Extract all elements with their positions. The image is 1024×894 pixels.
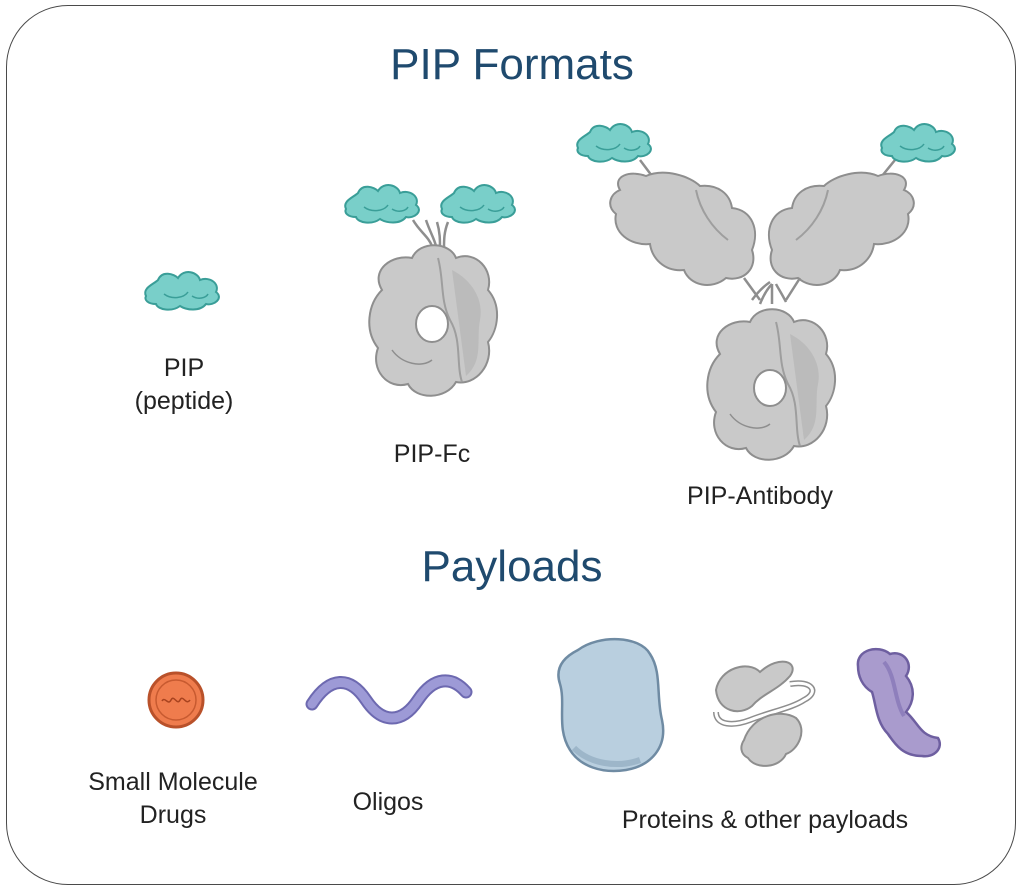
pip-antibody-label: PIP-Antibody bbox=[660, 480, 860, 513]
pip-label-line2: (peptide) bbox=[104, 385, 264, 418]
oligo-icon bbox=[312, 681, 466, 718]
blue-protein-icon bbox=[558, 639, 663, 771]
pip-peptide-label: PIP (peptide) bbox=[104, 352, 264, 418]
small-molecule-drug-icon bbox=[149, 673, 203, 727]
small-molecule-line2: Drugs bbox=[58, 799, 288, 832]
pip-fc-label: PIP-Fc bbox=[352, 438, 512, 471]
pip-label-line1: PIP bbox=[104, 352, 264, 385]
small-molecule-label: Small Molecule Drugs bbox=[58, 766, 288, 832]
oligos-label: Oligos bbox=[320, 786, 456, 819]
pip-antibody-icon bbox=[577, 124, 955, 460]
purple-protein-icon bbox=[858, 649, 940, 756]
pip-peptide-icon bbox=[145, 272, 219, 310]
pip-fc-icon bbox=[345, 185, 515, 396]
proteins-label: Proteins & other payloads bbox=[580, 804, 950, 837]
grey-protein-icon bbox=[716, 662, 812, 766]
small-molecule-line1: Small Molecule bbox=[58, 766, 288, 799]
